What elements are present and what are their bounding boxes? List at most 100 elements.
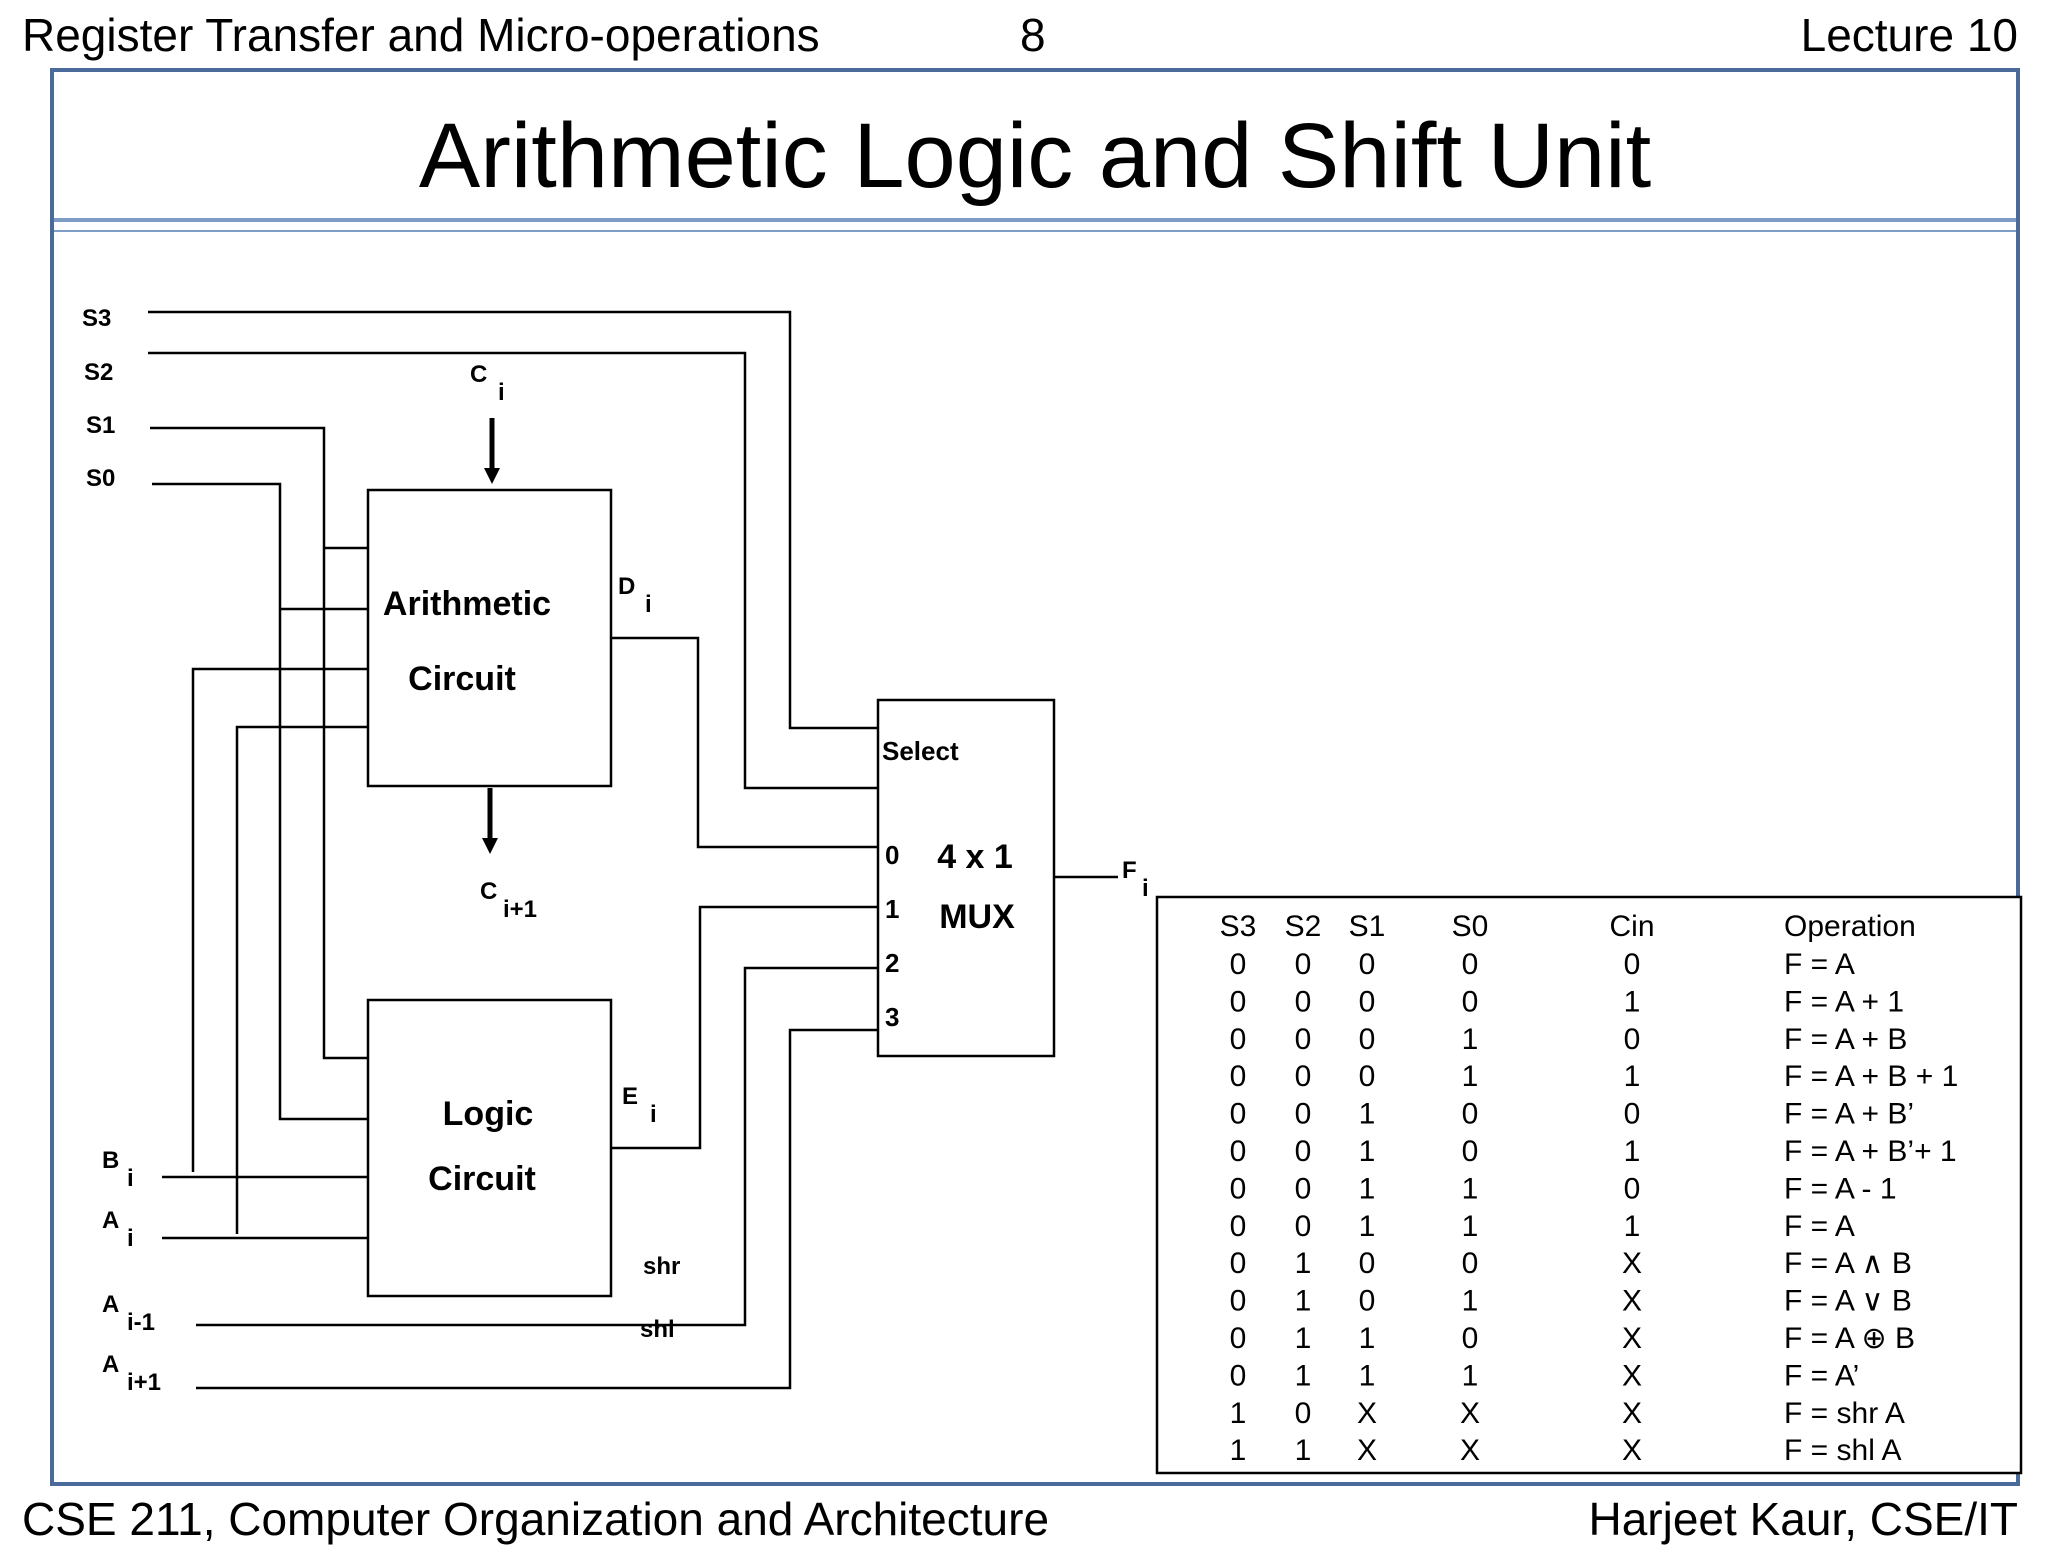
table-cell: 1 [1230, 1397, 1247, 1430]
header-page-number: 8 [1020, 9, 1046, 61]
table-cell: 1 [1462, 1359, 1479, 1392]
table-cell: 1 [1462, 1210, 1479, 1243]
label-ai: Ai [102, 1207, 134, 1252]
title-divider [54, 218, 2016, 222]
footer-author: Harjeet Kaur, CSE/IT [1588, 1493, 2019, 1545]
table-cell: 0 [1462, 1247, 1479, 1280]
wire-s0 [152, 482, 368, 1121]
table-operation-cell: F = A + B’+ 1 [1784, 1135, 1957, 1168]
table-cell: X [1622, 1359, 1642, 1392]
table-cell: X [1460, 1397, 1480, 1430]
table-header-s2: S2 [1285, 910, 1322, 943]
arithmetic-circuit-block [366, 488, 613, 788]
mux-input-3: 3 [885, 1002, 899, 1032]
wire-ei [612, 905, 878, 1150]
table-cell: X [1622, 1434, 1642, 1467]
table-cell: X [1460, 1434, 1480, 1467]
logic-label-line2: Circuit [428, 1160, 536, 1198]
table-header-operation: Operation [1784, 910, 1916, 943]
table-cell: 0 [1295, 948, 1312, 981]
table-cell: 0 [1295, 1172, 1312, 1205]
table-operation-cell: F = shr A [1784, 1397, 1905, 1430]
label-carry-in: Ci [470, 361, 505, 406]
table-cell: 1 [1462, 1285, 1479, 1318]
table-cell: 1 [1462, 1023, 1479, 1056]
label-s2: S2 [84, 359, 113, 386]
table-cell: 1 [1624, 985, 1641, 1018]
table-operation-cell: F = A’ [1784, 1359, 1859, 1392]
table-header-s0: S0 [1452, 910, 1489, 943]
wire-ai-arith [235, 725, 368, 1234]
table-header-s1: S1 [1349, 910, 1386, 943]
function-table [1155, 895, 2023, 1475]
table-cell: 1 [1359, 1172, 1376, 1205]
table-cell: 1 [1624, 1135, 1641, 1168]
wires [148, 310, 1118, 1390]
table-operation-cell: F = A - 1 [1784, 1172, 1897, 1205]
table-cell: 0 [1230, 1210, 1247, 1243]
table-cell: 1 [1624, 1210, 1641, 1243]
table-cell: 0 [1462, 985, 1479, 1018]
table-cell: X [1622, 1322, 1642, 1355]
wire-s1 [150, 426, 368, 1060]
table-cell: 0 [1295, 1098, 1312, 1131]
table-cell: 0 [1295, 1060, 1312, 1093]
label-s1: S1 [86, 412, 115, 439]
table-cell: 1 [1295, 1322, 1312, 1355]
wire-di [612, 636, 878, 849]
table-cell: 0 [1462, 1135, 1479, 1168]
arithmetic-label-line1: Arithmetic [383, 585, 551, 623]
table-cell: X [1357, 1397, 1377, 1430]
logic-label-line1: Logic [443, 1095, 534, 1133]
table-cell: 0 [1359, 985, 1376, 1018]
table-cell: 0 [1230, 948, 1247, 981]
table-cell: 0 [1624, 948, 1641, 981]
table-cell: 0 [1462, 1322, 1479, 1355]
table-cell: 1 [1295, 1285, 1312, 1318]
table-cell: 1 [1295, 1434, 1312, 1467]
table-cell: X [1622, 1247, 1642, 1280]
table-cell: 0 [1359, 948, 1376, 981]
table-cell: 0 [1230, 1098, 1247, 1131]
table-cell: X [1357, 1434, 1377, 1467]
table-header-s3: S3 [1220, 910, 1257, 943]
table-cell: 0 [1230, 1023, 1247, 1056]
table-operation-cell: F = shl A [1784, 1434, 1902, 1467]
carry-in-arrow [484, 418, 500, 484]
table-header-cin: Cin [1609, 910, 1654, 943]
label-ei: Ei [622, 1083, 657, 1128]
mux-name-line2: MUX [939, 898, 1015, 936]
table-cell: 1 [1462, 1172, 1479, 1205]
table-operation-cell: F = A ∧ B [1784, 1247, 1912, 1280]
table-cell: 1 [1230, 1434, 1247, 1467]
carry-out-arrow [482, 788, 498, 854]
table-operation-cell: F = A + B [1784, 1023, 1907, 1056]
table-cell: 1 [1359, 1135, 1376, 1168]
table-operation-cell: F = A ∨ B [1784, 1285, 1912, 1318]
logic-circuit-block [366, 998, 613, 1298]
table-cell: 0 [1295, 1023, 1312, 1056]
mux-block [876, 698, 1056, 1058]
table-operation-cell: F = A [1784, 1210, 1855, 1243]
wire-s3 [148, 310, 878, 730]
table-cell: 1 [1359, 1359, 1376, 1392]
label-fi: Fi [1122, 857, 1149, 902]
table-cell: 1 [1462, 1060, 1479, 1093]
title-divider-thin [54, 230, 2016, 232]
mux-input-0: 0 [885, 840, 899, 870]
table-cell: 0 [1624, 1023, 1641, 1056]
arithmetic-label-line2: Circuit [408, 660, 516, 698]
mux-select-label: Select [882, 736, 959, 766]
table-cell: 1 [1295, 1359, 1312, 1392]
table-cell: 0 [1230, 1135, 1247, 1168]
table-cell: 0 [1230, 1060, 1247, 1093]
table-cell: 0 [1230, 1322, 1247, 1355]
table-cell: X [1622, 1397, 1642, 1430]
table-cell: 1 [1624, 1060, 1641, 1093]
table-cell: 1 [1359, 1210, 1376, 1243]
mux-input-1: 1 [885, 894, 899, 924]
table-cell: 0 [1462, 948, 1479, 981]
table-cell: 0 [1230, 985, 1247, 1018]
